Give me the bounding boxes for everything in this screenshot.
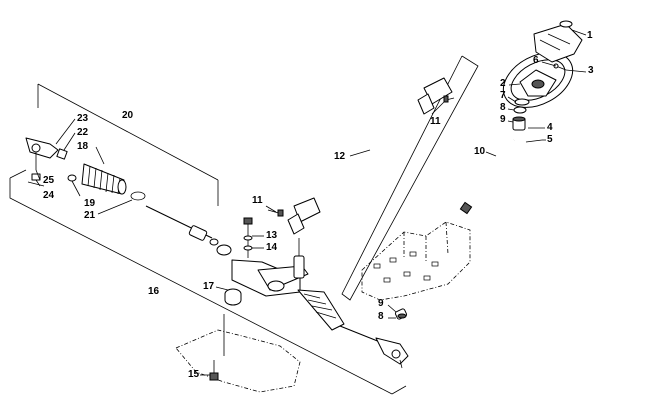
tie-rod-end-left	[25, 137, 59, 170]
callout-2: 2	[500, 78, 506, 89]
callout-18: 18	[77, 141, 89, 152]
steering-shaft-group-bracket	[341, 55, 479, 301]
callout-8: 8	[500, 102, 506, 113]
callout-19: 19	[84, 198, 96, 209]
rack-and-pinion-housing	[231, 238, 309, 297]
frame-floor	[175, 314, 301, 393]
mounting-bushing	[224, 288, 242, 306]
rack-boot-right	[297, 289, 345, 331]
callout-21: 21	[84, 210, 96, 221]
shaft-boot-and-bushing	[394, 308, 408, 320]
steering-post	[459, 139, 515, 215]
intermediate-shaft	[287, 77, 453, 235]
callout-7: 7	[500, 90, 506, 101]
steering-gear-group-bracket	[9, 169, 407, 395]
callout-14: 14	[266, 242, 278, 253]
callout-20: 20	[122, 110, 134, 121]
hub-stack	[512, 98, 530, 131]
callout-16: 16	[148, 286, 160, 297]
callout-13: 13	[266, 230, 278, 241]
callout-10: 10	[474, 146, 486, 157]
callout-17: 17	[203, 281, 215, 292]
callout-22: 22	[77, 127, 89, 138]
pinch-bolts	[267, 95, 455, 217]
floor-fastener	[209, 360, 219, 381]
small-clamp	[67, 174, 77, 182]
callout-9: 9	[500, 114, 506, 125]
callout-12: 12	[334, 151, 346, 162]
callout-4: 4	[547, 122, 553, 133]
tie-rod-group-bracket	[37, 83, 219, 206]
callout-23: 23	[77, 113, 89, 124]
callout-11: 11	[430, 116, 441, 127]
callout-15: 15	[188, 369, 200, 380]
firewall-panel	[361, 221, 471, 301]
callout-1: 1	[587, 30, 593, 41]
callout-11: 11	[252, 195, 263, 206]
inner-tie-rod-left	[145, 205, 232, 256]
tie-rod-right	[339, 325, 409, 369]
callout-25: 25	[43, 175, 55, 186]
callout-5: 5	[547, 134, 553, 145]
callout-9: 9	[378, 298, 384, 309]
callout-6: 6	[533, 55, 539, 66]
callout-24: 24	[43, 190, 55, 201]
roll-pin	[525, 139, 543, 143]
jam-nut	[56, 148, 68, 160]
callout-3: 3	[588, 65, 594, 76]
mounting-bolt	[243, 217, 253, 258]
callout-8: 8	[378, 311, 384, 322]
decal	[559, 20, 573, 28]
rack-boot-left	[81, 163, 127, 195]
boot-clamp	[130, 191, 146, 201]
leader-lines	[35, 29, 587, 376]
